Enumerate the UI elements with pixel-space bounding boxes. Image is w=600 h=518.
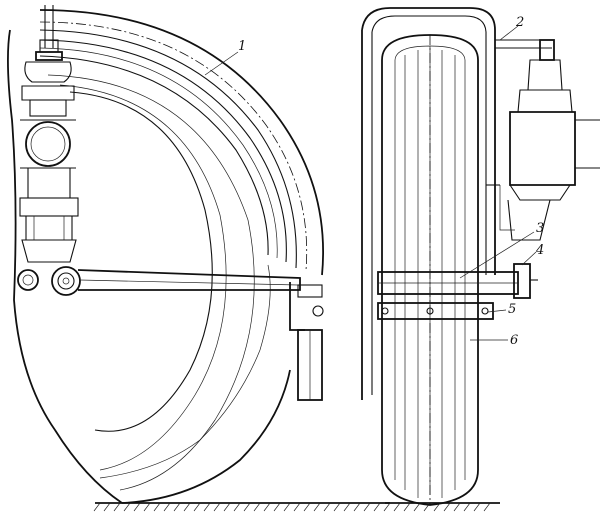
front-view [361,7,600,512]
mudguard-arcs [39,9,324,276]
callout-1: 1 [238,39,246,54]
top-bolt-assembly [35,5,63,61]
ground-hatch-right [383,502,500,512]
lower-arm [17,266,301,296]
callout-5: 5 [508,302,516,317]
tire-front [381,34,479,506]
mudguard-bracket-left [289,282,324,401]
ground-hatch-left [93,502,390,512]
clamp-bands [377,263,538,320]
wheel-inner-arc [69,91,213,432]
hub-assembly [486,39,600,241]
callout-6: 6 [510,333,518,348]
side-view [7,5,390,512]
tire-outer-arc [121,369,291,504]
mudguard-front [361,7,552,400]
suspension-column [19,61,79,263]
callout-leaders [204,25,537,341]
callout-4: 4 [535,243,544,258]
wheel-outer-contour [7,29,123,504]
callout-3: 3 [536,221,544,236]
callout-2: 2 [515,15,524,30]
